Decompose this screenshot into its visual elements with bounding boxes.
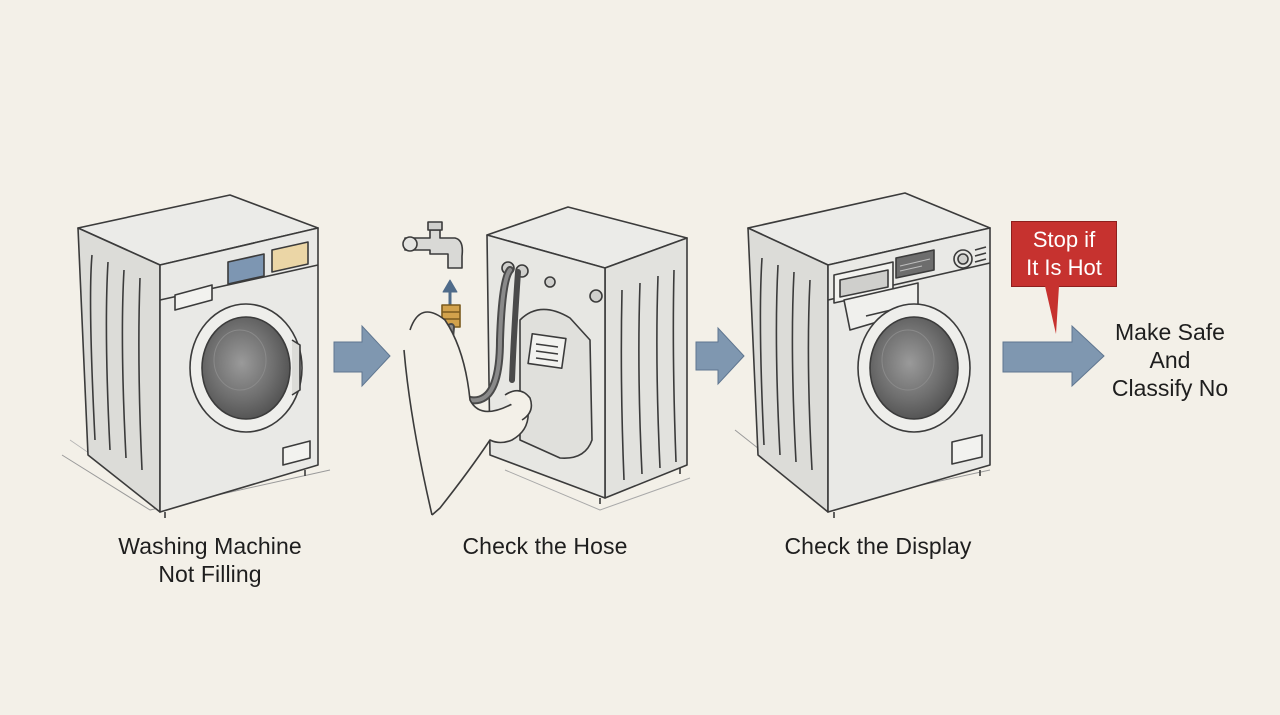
warning-line-1: Stop if (1032, 227, 1096, 252)
hose-check-icon (402, 206, 691, 516)
step-2-label: Check the Hose (462, 533, 628, 559)
warning-line-2: It Is Hot (1026, 255, 1102, 280)
outcome-line-1: Make Safe (1115, 319, 1225, 345)
flow-arrow-2 (695, 326, 745, 386)
flow-arrow-3 (1002, 324, 1105, 388)
step-1-label: Washing Machine Not Filling (90, 532, 330, 588)
warning-callout: Stop if It Is Hot (1011, 221, 1117, 287)
flow-arrow-1 (333, 324, 391, 388)
outcome-label: Make Safe And Classify No (1102, 318, 1238, 402)
machine-display-icon (734, 192, 991, 518)
outcome-line-2: And (1149, 347, 1191, 373)
outcome-line-3: Classify No (1111, 375, 1229, 401)
step-3-label: Check the Display (784, 533, 972, 559)
step-1-label-line-2: Not Filling (158, 561, 262, 587)
step-1-label-line-1: Washing Machine (118, 533, 302, 559)
washing-machine-icon (61, 194, 331, 518)
warning-callout-pointer (1045, 286, 1059, 334)
